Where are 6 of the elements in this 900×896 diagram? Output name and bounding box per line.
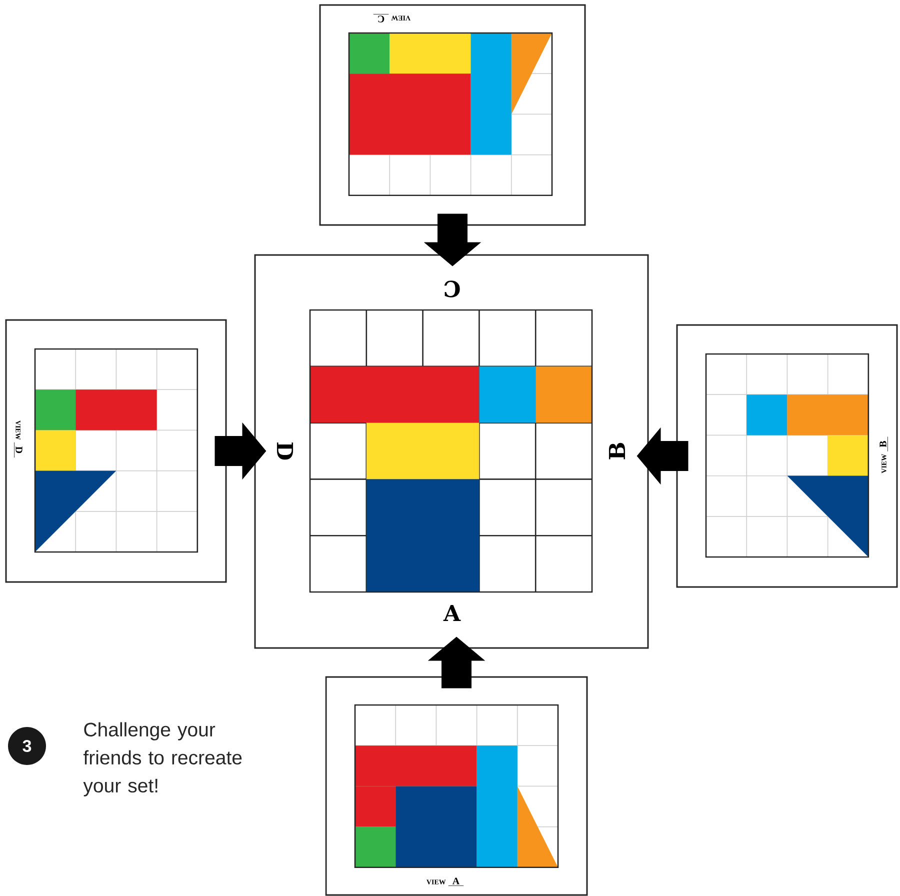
step-number-badge: 3 — [8, 727, 46, 765]
instruction-text: Challenge your friends to recreate your set! — [83, 722, 242, 796]
side-letter: B — [608, 442, 626, 460]
side-letter: A — [443, 604, 461, 622]
side-letter: D — [276, 442, 294, 460]
side-letter: C — [444, 280, 460, 298]
